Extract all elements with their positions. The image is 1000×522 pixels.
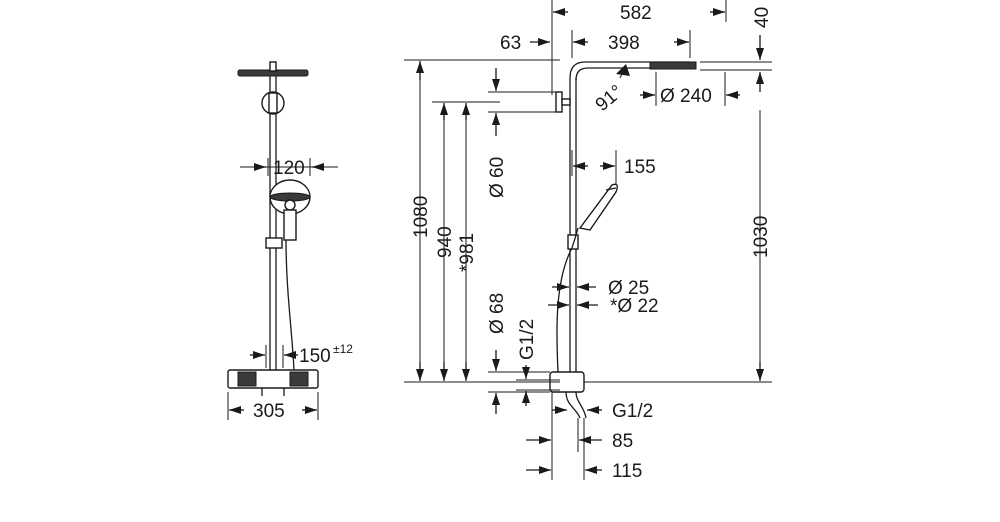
side-slider [567,234,579,250]
dim-top-arm-length: 398 [608,33,640,54]
dim-front-head-width: 120 [273,158,305,179]
dim-front-mixer-width: 305 [253,401,285,422]
side-overhead-shower [649,61,697,70]
dim-pipe-diameter-alt: *Ø 22 [610,296,659,317]
dim-rosette-diameter: Ø 68 [487,293,508,334]
dim-bracket-height: 940 [435,226,456,258]
dim-front-mixer-tolerance: ±12 [333,342,353,356]
front-slider [265,237,283,249]
side-view: 582 63 398 40 91° Ø 240 1080 [404,0,773,482]
dim-bracket-height-alt: *981 [457,233,478,272]
dim-bracket-diameter: Ø 60 [487,157,508,198]
dim-total-height: 1080 [411,196,432,238]
side-hand-shower [578,183,619,231]
dim-head-diameter: Ø 240 [660,86,712,107]
side-wall-bracket [555,91,563,113]
dim-outlet-thread: G1/2 [612,401,653,422]
dim-head-thickness: 40 [752,7,773,28]
side-shower-arm [569,61,690,79]
dim-top-wall-offset: 63 [500,33,521,54]
dim-inlet-thread-side: G1/2 [517,319,538,360]
dim-front-mixer-spacing: 150 [299,346,331,367]
dim-hand-shower-offset: 155 [624,157,656,178]
dim-riser-height: 1030 [751,216,772,258]
front-hose [285,239,295,371]
dim-mixer-depth: 85 [612,431,633,452]
dim-top-overall-width: 582 [620,3,652,24]
dim-mixer-depth-total: 115 [612,461,642,482]
front-view: 120 150 ±12 305 [227,61,353,422]
dim-pipe-diameter: Ø 25 [608,278,649,299]
dim-arm-angle: 91° [592,81,628,116]
